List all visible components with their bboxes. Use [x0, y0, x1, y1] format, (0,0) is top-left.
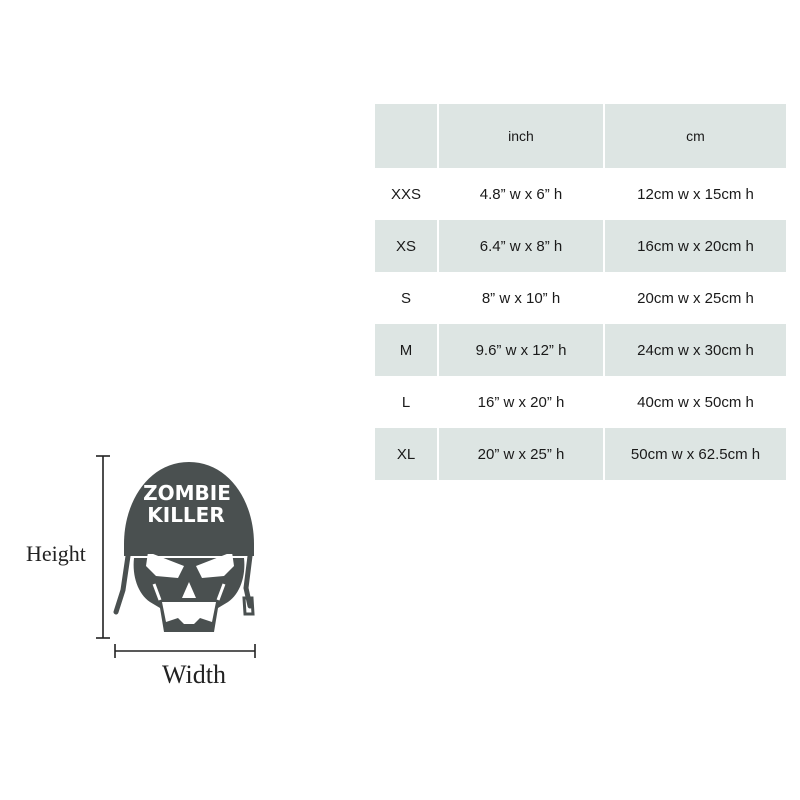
cm-cell: 12cm w x 15cm h	[637, 185, 754, 203]
header-cell-cm: cm	[605, 104, 786, 168]
size-cell: XS	[375, 220, 437, 272]
table-row: M 9.6” w x 12” h 24cm w x 30cm h	[375, 324, 786, 376]
cm-cell: 40cm w x 50cm h	[637, 393, 754, 411]
size-cell: L	[401, 393, 411, 411]
size-cell: XXS	[390, 185, 421, 203]
inch-cell: 4.8” w x 6” h	[479, 185, 563, 203]
width-dimension-line	[114, 644, 256, 658]
decal-text-line1: ZOMBIE	[143, 481, 231, 505]
cm-cell: 20cm w x 25cm h	[637, 289, 754, 307]
cm-cell: 16cm w x 20cm h	[605, 220, 786, 272]
inch-cell: 16” w x 20” h	[477, 393, 565, 411]
size-cell: S	[400, 289, 411, 307]
skull-helmet-icon: ZOMBIE KILLER	[113, 462, 255, 632]
inch-cell: 6.4” w x 8” h	[439, 220, 603, 272]
width-label: Width	[162, 660, 226, 689]
cm-cell: 24cm w x 30cm h	[605, 324, 786, 376]
inch-cell: 8” w x 10” h	[481, 289, 561, 307]
decal-text-line2: KILLER	[147, 503, 225, 527]
cm-cell: 50cm w x 62.5cm h	[605, 428, 786, 480]
table-row: XXS 4.8” w x 6” h 12cm w x 15cm h	[375, 168, 786, 220]
inch-cell: 20” w x 25” h	[439, 428, 603, 480]
table-row: L 16” w x 20” h 40cm w x 50cm h	[375, 376, 786, 428]
header-cell-inch: inch	[439, 104, 603, 168]
size-chart-table: inch cm XXS 4.8” w x 6” h 12cm w x 15cm …	[373, 104, 788, 480]
table-row: S 8” w x 10” h 20cm w x 25cm h	[375, 272, 786, 324]
table-header-row: inch cm	[375, 104, 786, 168]
height-dimension-line	[96, 455, 110, 639]
height-label: Height	[26, 541, 86, 566]
size-cell: XL	[375, 428, 437, 480]
table-row: XL 20” w x 25” h 50cm w x 62.5cm h	[375, 428, 786, 480]
inch-cell: 9.6” w x 12” h	[439, 324, 603, 376]
header-cell-size	[375, 104, 437, 168]
size-cell: M	[375, 324, 437, 376]
table-row: XS 6.4” w x 8” h 16cm w x 20cm h	[375, 220, 786, 272]
